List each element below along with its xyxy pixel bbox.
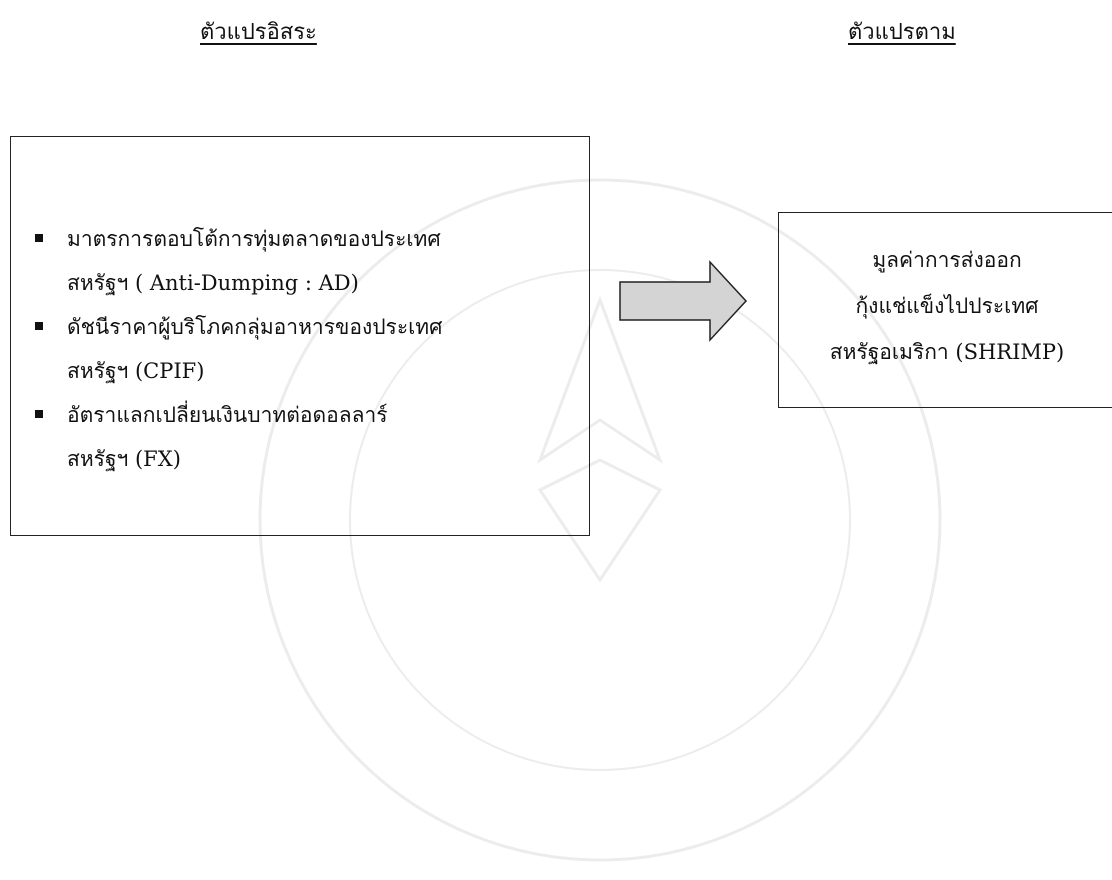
square-bullet-icon <box>35 322 43 330</box>
square-bullet-icon <box>35 410 43 418</box>
independent-variables-list: มาตรการตอบโต้การทุ่มตลาดของประเทศ สหรัฐฯ… <box>35 217 442 481</box>
list-item: ดัชนีราคาผู้บริโภคกลุ่มอาหารของประเทศ สห… <box>35 305 442 393</box>
dependent-variable-heading: ตัวแปรตาม <box>848 20 956 45</box>
independent-variables-heading: ตัวแปรอิสระ <box>200 20 317 45</box>
dependent-variable-text: มูลค่าการส่งออก กุ้งแช่แข็งไปประเทศ สหรั… <box>779 237 1112 375</box>
dependent-variable-box: มูลค่าการส่งออก กุ้งแช่แข็งไปประเทศ สหรั… <box>778 212 1112 408</box>
variable-line: สหรัฐฯ (CPIF) <box>67 359 205 383</box>
right-arrow-icon <box>619 260 748 342</box>
list-item: มาตรการตอบโต้การทุ่มตลาดของประเทศ สหรัฐฯ… <box>35 217 442 305</box>
variable-line: มาตรการตอบโต้การทุ่มตลาดของประเทศ <box>67 227 441 251</box>
dependent-variable-line: สหรัฐอเมริกา (SHRIMP) <box>829 340 1065 364</box>
variable-line: อัตราแลกเปลี่ยนเงินบาทต่อดอลลาร์ <box>67 403 388 427</box>
dependent-variable-line: กุ้งแช่แข็งไปประเทศ <box>855 294 1039 318</box>
square-bullet-icon <box>35 234 43 242</box>
variable-line: สหรัฐฯ (FX) <box>67 447 181 471</box>
variable-line: ดัชนีราคาผู้บริโภคกลุ่มอาหารของประเทศ <box>67 315 443 339</box>
list-item: อัตราแลกเปลี่ยนเงินบาทต่อดอลลาร์ สหรัฐฯ … <box>35 393 442 481</box>
variable-line: สหรัฐฯ ( Anti-Dumping : AD) <box>67 271 359 295</box>
independent-variables-box: มาตรการตอบโต้การทุ่มตลาดของประเทศ สหรัฐฯ… <box>10 136 590 536</box>
dependent-variable-line: มูลค่าการส่งออก <box>872 248 1022 272</box>
